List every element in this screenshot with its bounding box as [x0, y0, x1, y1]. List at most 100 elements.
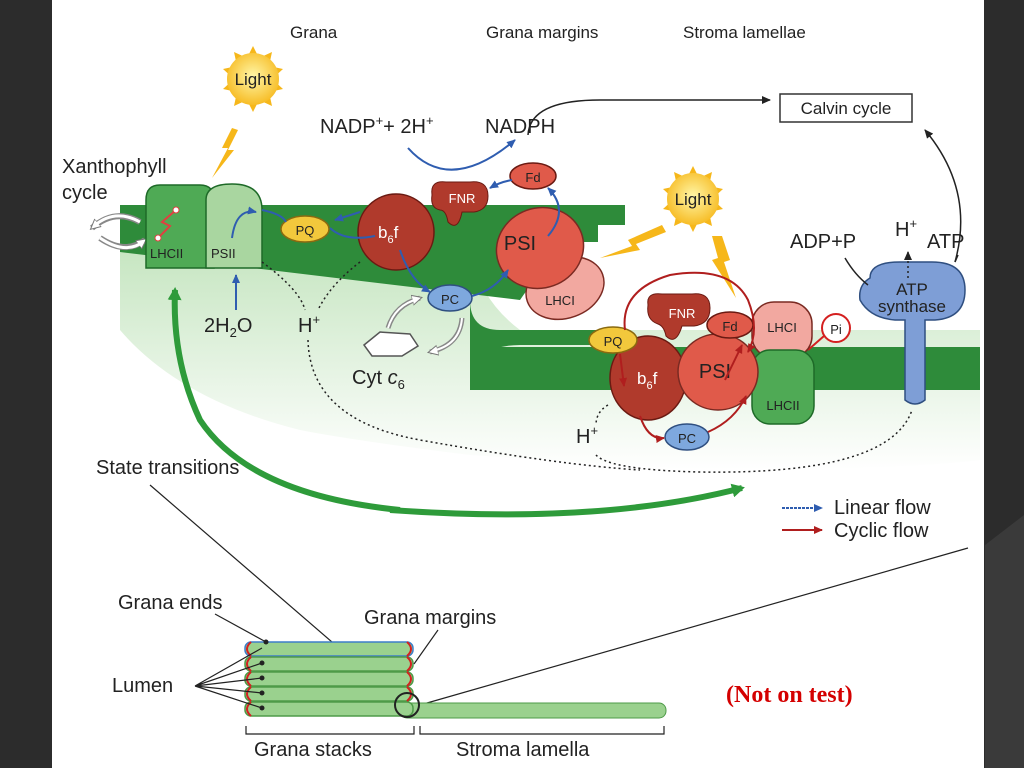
legend-cyclic-label: Cyclic flow [834, 520, 929, 542]
pc-right-shape [664, 423, 710, 451]
pc-left-shape [427, 284, 473, 312]
fd-top-label: Fd [525, 170, 540, 185]
linear-flow-b6f-to-pc [399, 249, 431, 293]
membrane-bend [470, 300, 598, 390]
lhcii-left-label: LHCII [150, 246, 183, 261]
atp-label: ATP [927, 231, 964, 253]
psi-left-shape [495, 206, 585, 290]
pi-connector [807, 335, 825, 351]
lhcii-right-label: LHCII [766, 398, 799, 413]
psii-label: PSII [211, 246, 236, 261]
b6f-left-shape [357, 193, 435, 271]
pi-shape [821, 313, 851, 343]
grana-ends-label: Grana ends [118, 592, 223, 614]
psi-right-label: PSI [699, 361, 731, 383]
cyclic-flow-pq-down [619, 353, 627, 387]
fd-top-shape [509, 162, 557, 190]
zoom-circle [394, 692, 420, 718]
xanthophyll-arrow-bottom-inner [99, 236, 144, 250]
fnr-right-label: FNR [669, 306, 696, 321]
cyt-exchange-arrow-down-inner [431, 317, 463, 352]
cyclic-flow-psi-to-fd [724, 344, 743, 381]
synthase-to-atp-line [954, 254, 959, 263]
pq-right-shape [588, 326, 638, 354]
pc-left-label: PC [441, 292, 459, 307]
light-sun-right-icon: Light [663, 166, 723, 232]
adp-label: ADP+P [790, 231, 856, 253]
b6f-right-label: b6f [637, 369, 658, 392]
grana-disc-2 [244, 656, 414, 672]
linear-flow-b6f-to-pq-back [334, 211, 361, 222]
legend-linear-label: Linear flow [834, 497, 931, 519]
calvin-cycle-label: Calvin cycle [801, 99, 892, 118]
calvin-cycle-box [779, 93, 913, 123]
not-on-test-note: (Not on test) [726, 682, 853, 708]
grana-margins-pointer [413, 629, 439, 665]
pq-left-label: PQ [296, 223, 315, 238]
grana-disc-1 [244, 641, 414, 657]
cyclic-flow-loop [623, 271, 756, 353]
linear-flow-fd-to-fnr [489, 179, 513, 189]
header-grana-margins: Grana margins [486, 23, 598, 42]
cyt-exchange-arrow-up-inner [387, 298, 419, 329]
light-bolt-left [212, 128, 238, 178]
light-bolt-right-a [600, 225, 666, 258]
cyt-c6-label: Cyt c6 [352, 367, 405, 392]
stroma-lamella-label: Stroma lamella [456, 739, 590, 761]
linear-flow-pq-to-b6f [329, 227, 376, 239]
lhcii-energy-zigzag [157, 209, 177, 239]
cyclic-flow-lower-loop [639, 415, 665, 443]
lumen-label: Lumen [112, 675, 173, 697]
grana-stack-diagram [244, 639, 667, 719]
pc-right-label: PC [678, 431, 696, 446]
nadph-label: NADPH [485, 116, 555, 138]
xanthophyll-arrow-top-inner [93, 214, 141, 228]
grana-margin-edges-right [406, 641, 412, 702]
pq-left-shape [280, 215, 330, 243]
nadp-label: NADP++ 2H+ [320, 113, 434, 138]
stroma-lamella-bar [399, 702, 667, 719]
lhci-right-label: LHCI [767, 320, 797, 335]
grana-stacks-label: Grana stacks [254, 739, 372, 761]
light-label-left: Light [235, 70, 272, 89]
proton-pathway-dotted-left [261, 261, 361, 311]
header-grana: Grana [290, 23, 338, 42]
header-stroma-lamellae: Stroma lamellae [683, 23, 806, 42]
lumen-pointers [194, 647, 263, 709]
state-transition-arrow [167, 287, 401, 513]
nadph-to-calvin-arrow [527, 96, 771, 136]
fnr-top-shape [431, 181, 489, 226]
chlorophyll-dot [154, 234, 162, 242]
grana-disc-4 [244, 686, 414, 702]
atp-synthase-shape [858, 261, 966, 405]
grana-disc-5 [244, 701, 414, 717]
grana-disc-3 [244, 671, 414, 687]
corner-decoration [985, 515, 1024, 768]
psi-left-label: PSI [504, 233, 536, 255]
grana-stacks-bracket [245, 726, 415, 735]
proton-left-label: H+ [298, 312, 320, 337]
proton-top-label: H+ [895, 216, 917, 241]
zoom-line-right [419, 547, 969, 706]
light-label-right: Light [675, 190, 712, 209]
linear-flow-psii-to-pq [261, 209, 287, 223]
linear-flow-psii-pq [231, 206, 257, 239]
grana-ends-pointer [214, 613, 267, 643]
light-sun-left-icon: Light [223, 46, 283, 112]
proton-pathway-dotted-right [595, 404, 913, 473]
fnr-right-shape [647, 293, 711, 340]
stroma-lamella-bracket [419, 726, 665, 735]
atp-to-calvin-arrow [924, 129, 962, 263]
lhci-left-label: LHCI [545, 293, 575, 308]
fd-right-label: Fd [722, 319, 737, 334]
proton-right-label: H+ [576, 423, 598, 448]
linear-flow-psi-to-fd [547, 187, 560, 237]
water-label: 2H2O [204, 315, 252, 340]
state-transitions-label: State transitions [96, 457, 239, 479]
b6f-left-label: b6f [378, 223, 399, 246]
cyclic-flow-pc-to-psi [707, 395, 747, 433]
state-transition-arrow-right [389, 483, 745, 518]
pi-label: Pi [830, 322, 842, 337]
